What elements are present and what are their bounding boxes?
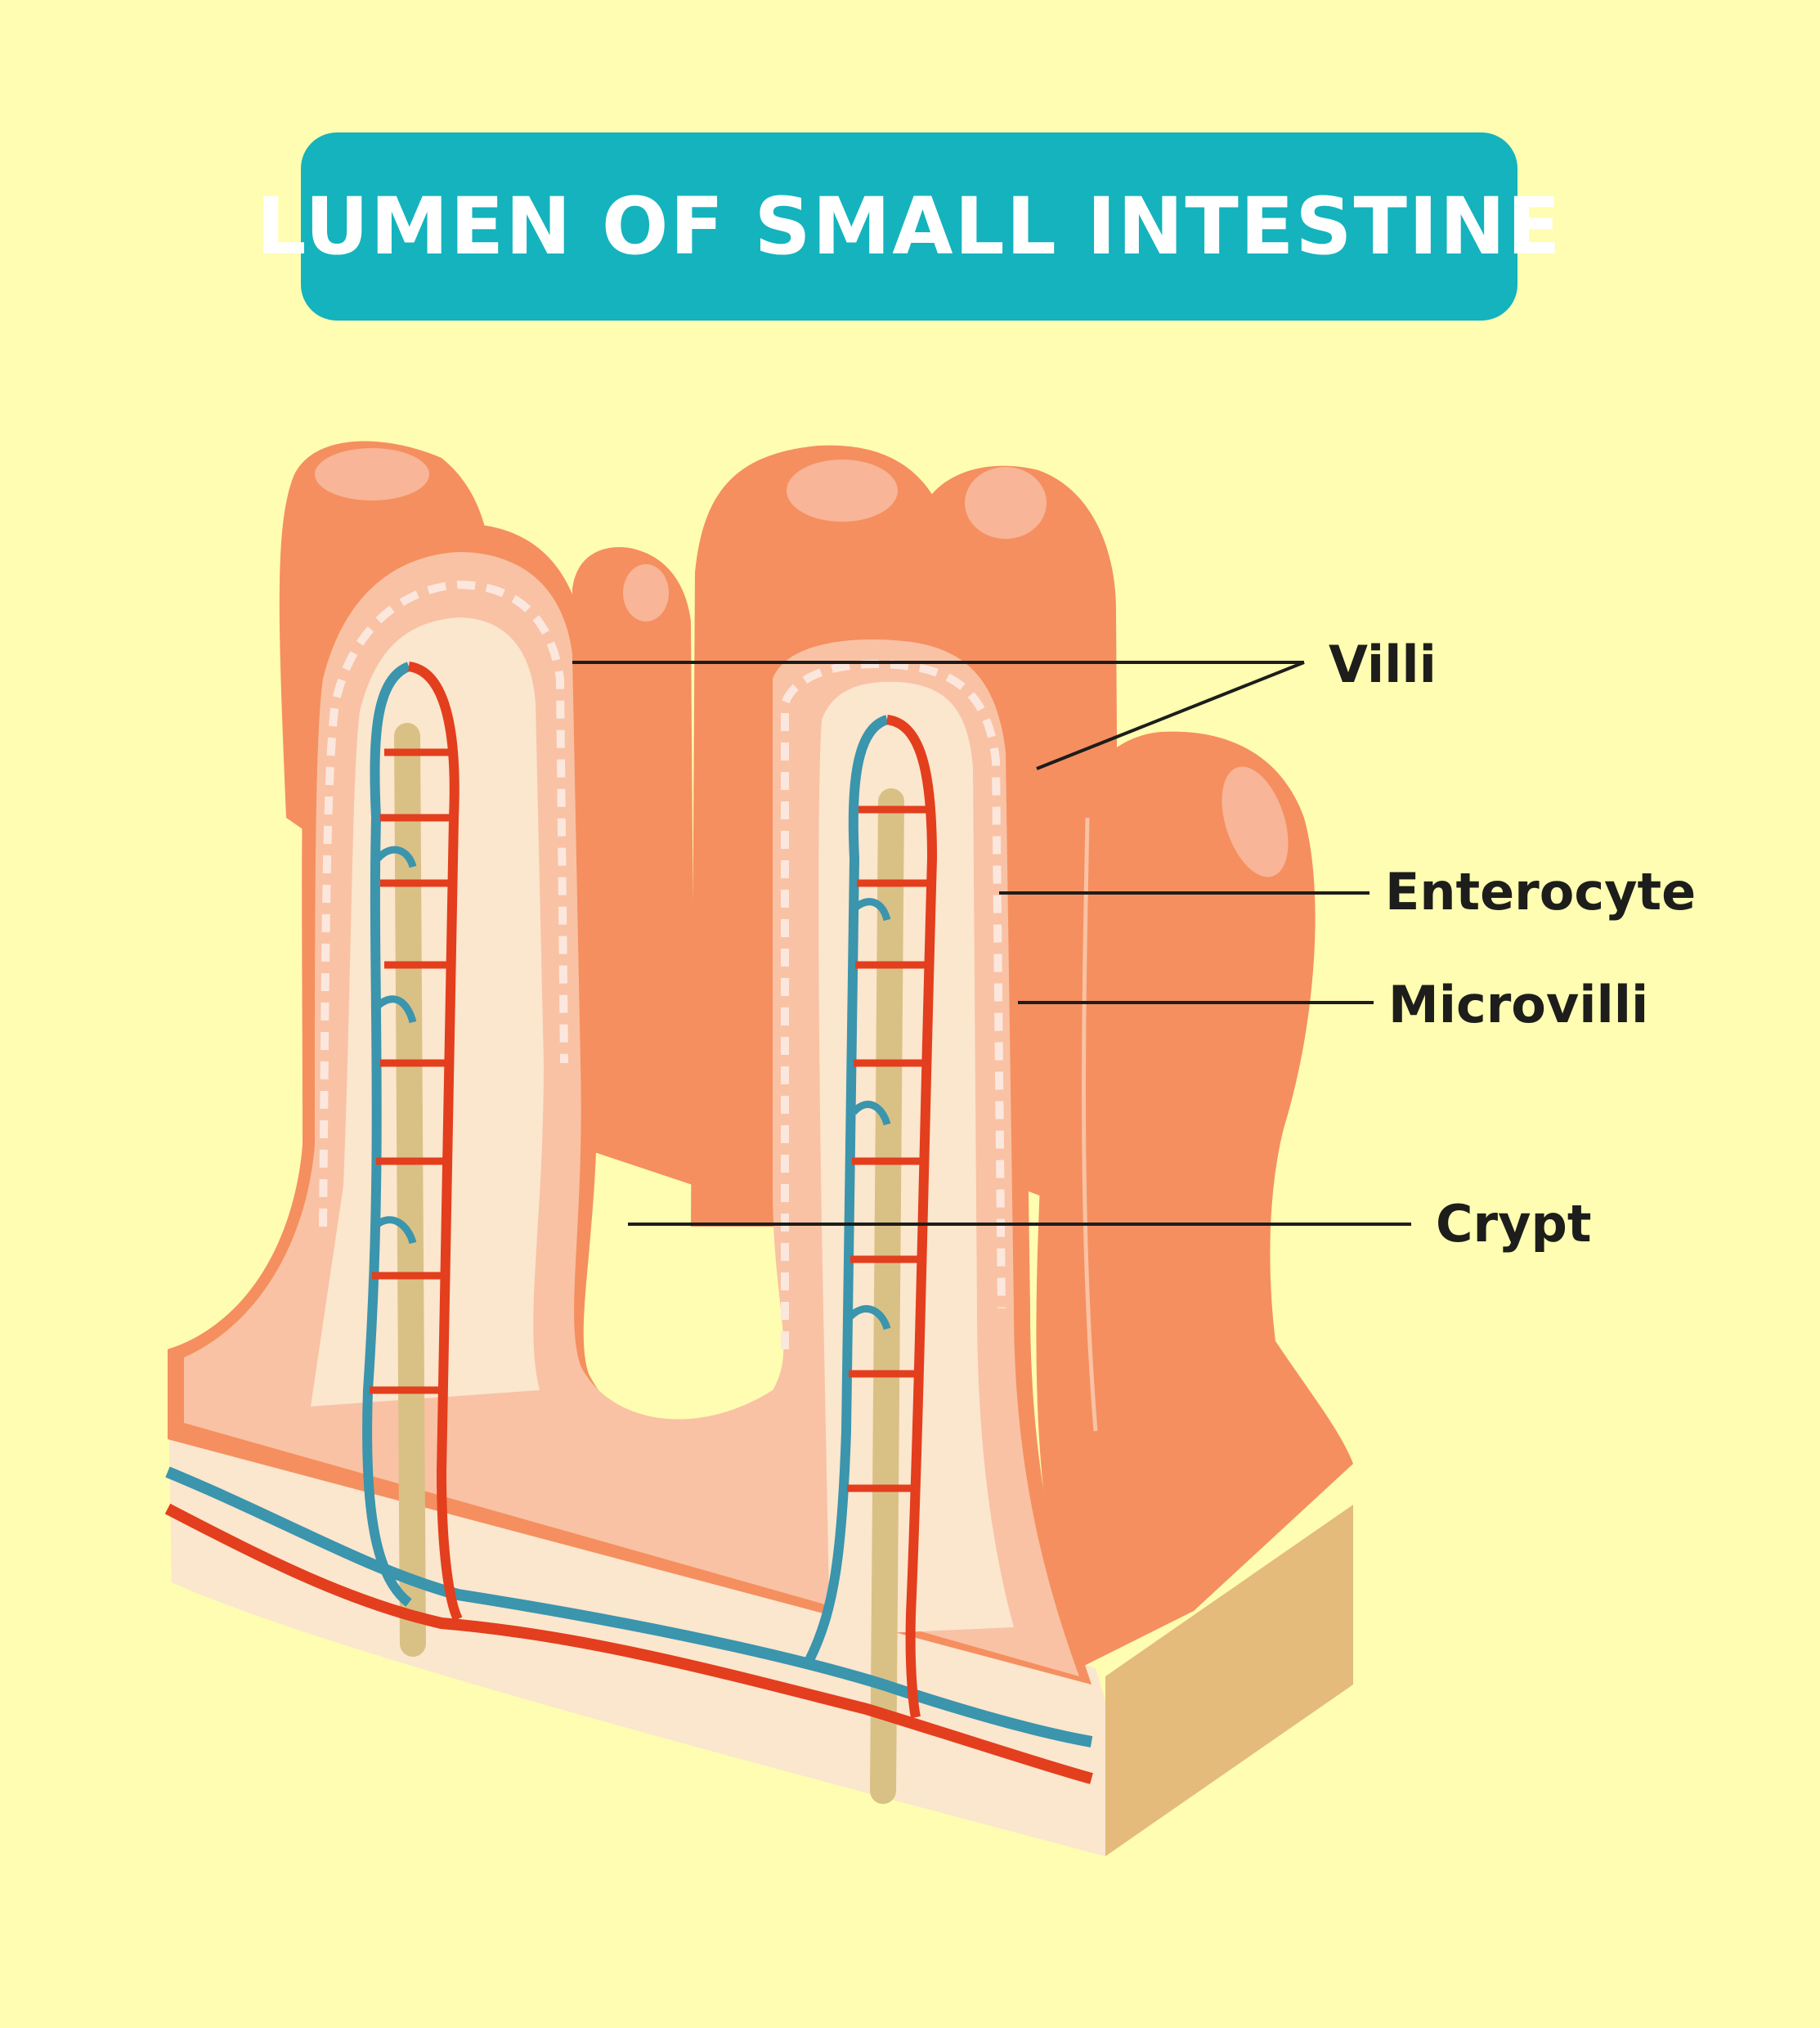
vein-right <box>805 715 890 1662</box>
capillaries-left-blue <box>371 846 417 1245</box>
page-title: LUMEN OF SMALL INTESTINE <box>256 181 1562 272</box>
vein-left <box>362 662 412 1607</box>
label-crypt: Crypt <box>1436 1194 1592 1254</box>
artery-base <box>164 1503 1093 1784</box>
villus-front-right-highlight <box>1222 766 1289 877</box>
vessels <box>164 662 1093 1804</box>
label-microvilli: Microvilli <box>1388 975 1648 1034</box>
artery-right <box>885 715 938 1719</box>
villus-left-microvilli-edge <box>319 580 568 1227</box>
villus-front-right-outline <box>1082 817 1098 1432</box>
capillaries-right <box>847 805 932 1492</box>
back-villus-center-highlight <box>787 460 898 522</box>
villus-front-right <box>1036 731 1353 1668</box>
back-villus-mid-highlight <box>623 564 669 621</box>
capillaries-left <box>370 748 450 1394</box>
back-villus-left-highlight <box>315 448 429 500</box>
label-enterocyte: Enterocyte <box>1385 862 1696 922</box>
tissue-block-side <box>1105 1505 1353 1856</box>
lacteal-left <box>394 723 426 1657</box>
capillaries-right-blue <box>847 898 891 1330</box>
villus-mid-microvilli-edge <box>781 660 1006 1349</box>
label-villi: Villi <box>1329 635 1437 694</box>
artery-left <box>407 662 463 1622</box>
leader-villi-2 <box>1036 661 1305 770</box>
villus-front-right-body <box>1036 731 1353 1668</box>
villus-left-lamina <box>311 617 544 1407</box>
title-banner: LUMEN OF SMALL INTESTINE <box>256 132 1561 321</box>
leader-lines <box>572 661 1411 1226</box>
back-villus-mid <box>572 547 695 1186</box>
back-villus-right-highlight <box>965 467 1047 539</box>
vein-base <box>165 1466 1093 1748</box>
lacteal-right <box>870 788 904 1804</box>
